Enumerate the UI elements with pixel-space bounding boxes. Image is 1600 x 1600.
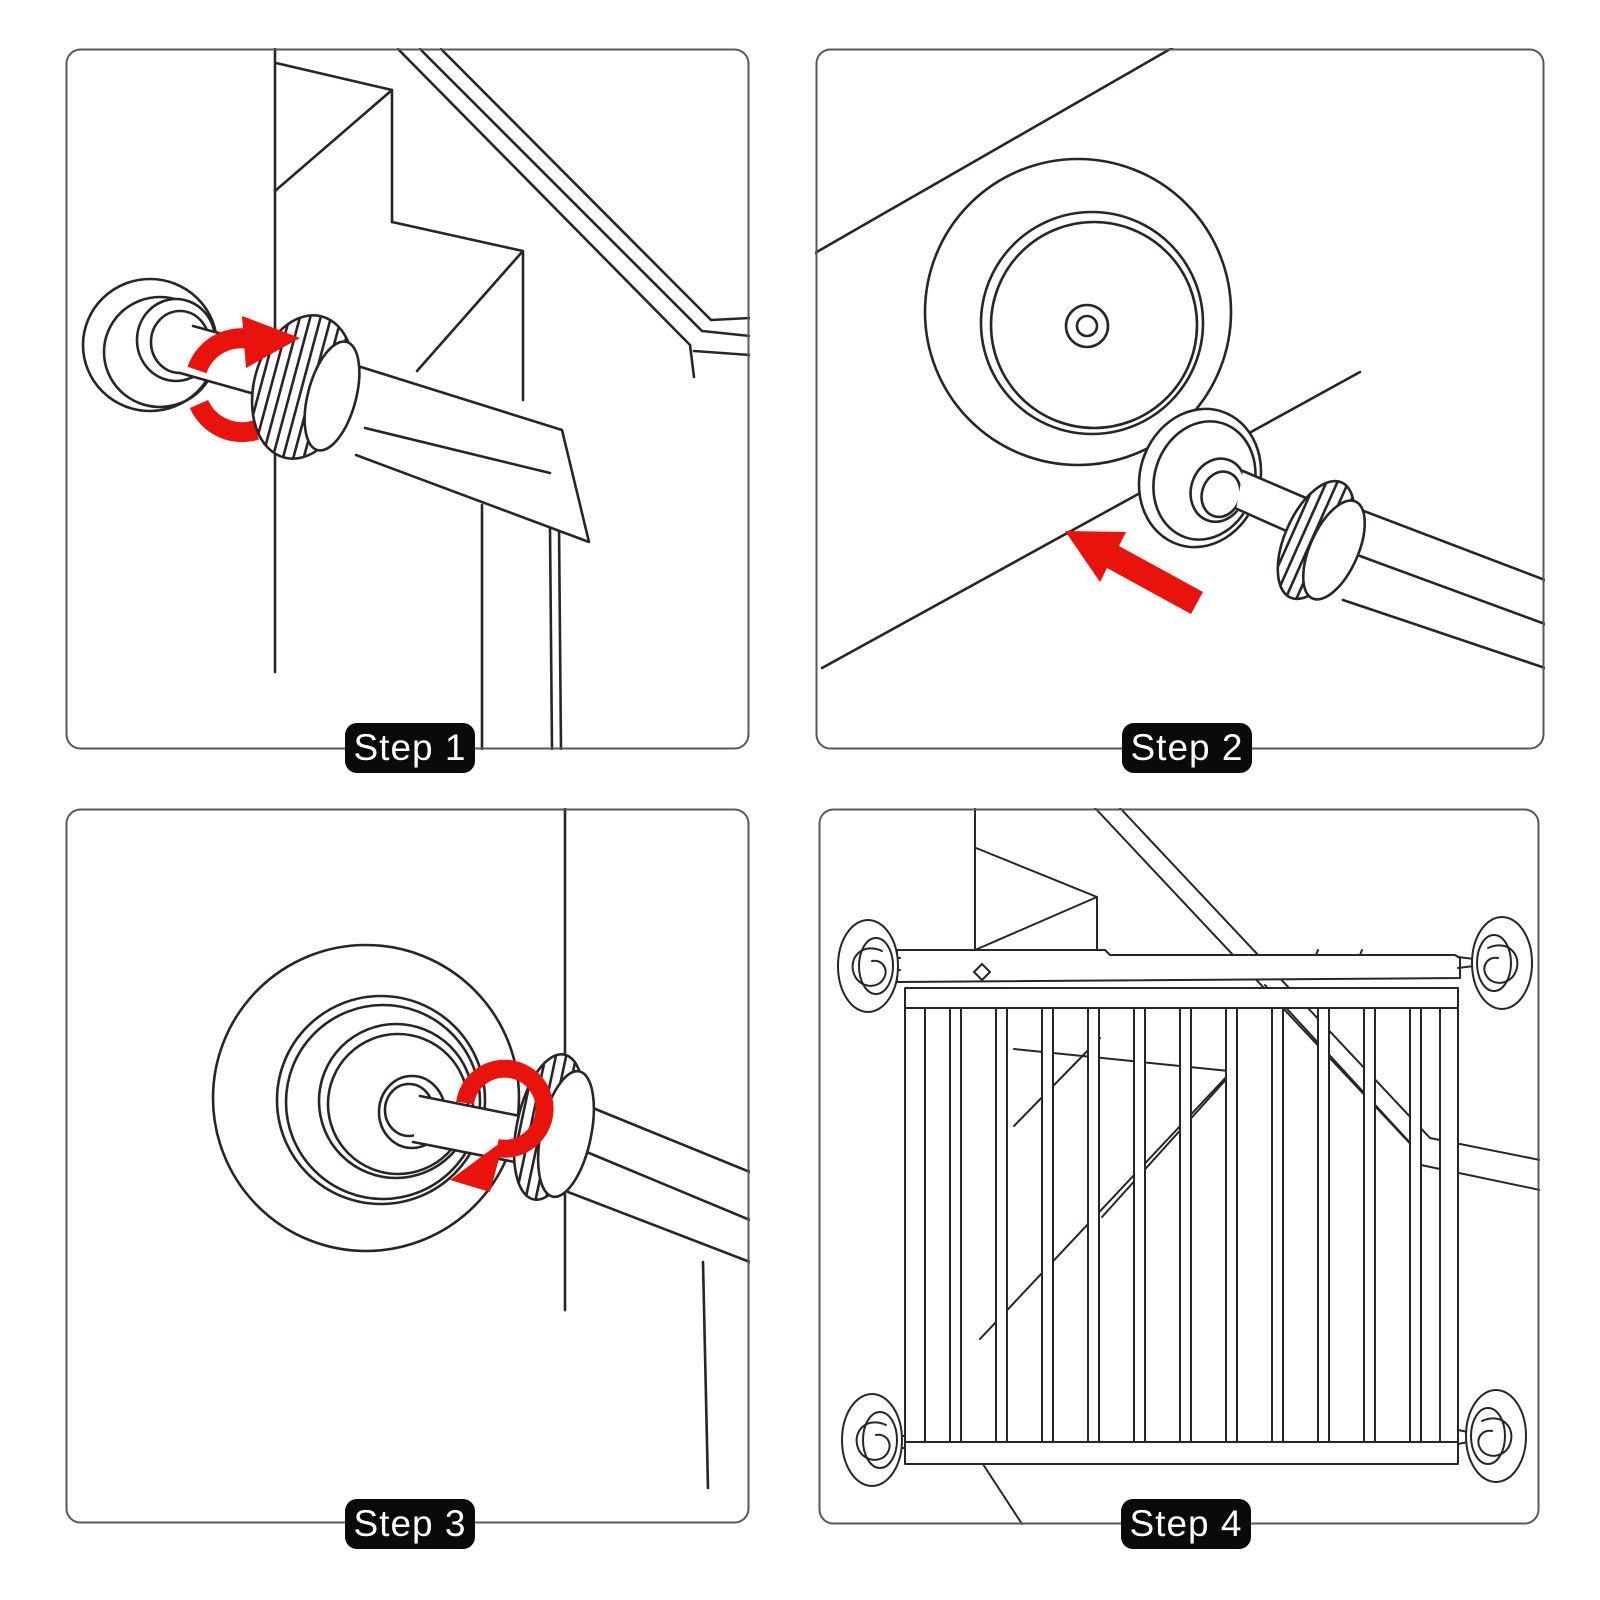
wall-cup-front-icon [923,157,1233,467]
step-3-label: Step 3 [345,1499,475,1549]
wall-cup-closeup-icon [211,943,521,1253]
stair-step-lines [390,220,525,402]
cup-center-hole-inner [1075,314,1099,338]
hex-bar-edges [566,1102,750,1264]
cup-inner-circle [979,210,1205,436]
gate-bar [1041,1007,1054,1443]
hex-bar-icon [1341,506,1545,670]
step-2-label: Step 2 [1122,723,1252,773]
gate-right-stile [1439,1007,1459,1443]
gate-bar [1087,1007,1100,1443]
gate-bar [1363,1007,1376,1443]
handrail-lines [396,48,750,379]
rotate-arrow-head [242,316,300,368]
hex-bar-edges [1341,506,1545,670]
gate-bar [1225,1007,1238,1443]
gate-bars [949,1007,1422,1443]
newel-post-lines [974,808,1098,953]
step-2-illustration [815,48,1545,750]
wall-cup-top-right-icon [1471,916,1533,1010]
wall-corner-lines [815,48,1362,670]
step-4-label: Step 4 [1121,1499,1251,1549]
wall-cup-bottom-left-icon [841,1393,903,1487]
adjuster-hole [973,963,991,981]
rotate-arrow-head [450,1140,504,1192]
bar-notch-lines [1315,949,1363,956]
knob-face [1301,499,1367,601]
staircase-lines [273,48,750,750]
bar-edges [343,360,591,544]
rotate-arrow-icon [187,316,300,374]
gate-bar [995,1007,1008,1443]
knurled-knob-icon [1265,470,1367,609]
push-arrow-icon [1065,531,1203,614]
step-1-illustration [65,48,750,750]
gate-frame-bar-icon [343,360,591,544]
knob-face [303,340,361,452]
gate-bar [1409,1007,1422,1443]
gate-bar [949,1007,962,1443]
gate-bar [1317,1007,1330,1443]
gate-left-stile [904,1007,926,1443]
rotate-arrow-icon [450,1059,554,1192]
upper-wall-line [815,48,1174,255]
wall-cup-bottom-right-icon [1465,1389,1527,1483]
gate-bar [1133,1007,1146,1443]
knurled-knob-icon [241,303,361,471]
step-4-illustration [818,808,1540,1525]
step-3-illustration [65,808,750,1524]
lower-wall-line [820,370,1362,670]
gate-frame [904,987,1459,1465]
stair-edge-lines [979,984,1414,1340]
gate-bar [1271,1007,1284,1443]
cup-center-hole [1064,303,1110,349]
cup-bowl-inner [326,1032,470,1176]
gate-bottom-rail [904,1441,1459,1465]
cup-ring-2-inner [284,1003,482,1201]
newel-post-lines [273,61,394,224]
spindle-disc-icon [1137,407,1263,549]
gate-top-rail [904,987,1459,1009]
cup-ring-2 [275,994,487,1206]
cup-inner-circle-2 [989,220,1199,430]
hex-bar-icon [566,1102,750,1264]
bar-fold-line [363,426,552,475]
baluster-line [701,1260,710,1490]
rotate-arrow-arc [456,1059,554,1158]
wall-cup-top-left-icon [837,919,899,1013]
pressure-bar [896,949,1461,983]
step-1-label: Step 1 [345,723,475,773]
rotate-arrow-tail [189,399,259,443]
baluster-lines [480,503,563,750]
gate-bar [1179,1007,1192,1443]
